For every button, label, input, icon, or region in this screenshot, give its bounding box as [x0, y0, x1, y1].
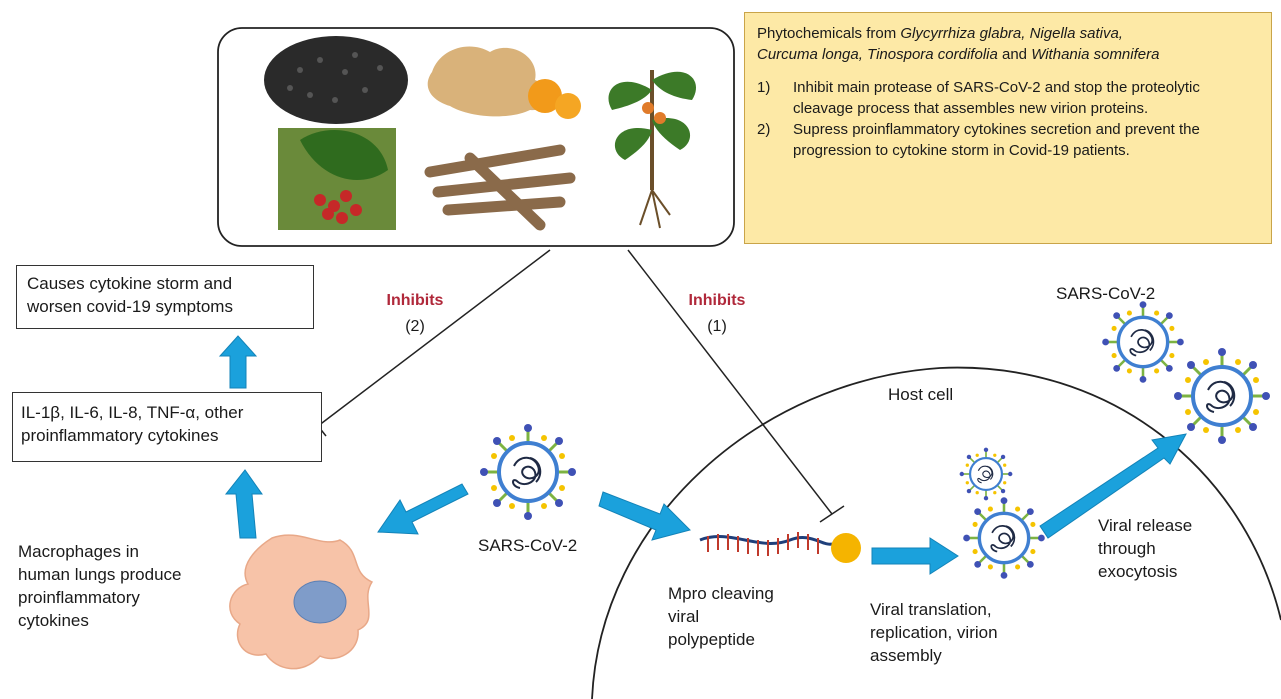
licorice-image: [424, 144, 576, 231]
info-title-text: Phytochemicals from: [757, 25, 901, 42]
info-point-1: 1) Inhibit main protease of SARS-CoV-2 a…: [757, 77, 1259, 119]
inhibition-line-2: [309, 249, 551, 437]
virus-assembled: [961, 495, 1047, 581]
translation-label-line: assembly: [870, 646, 942, 665]
virus-released-2: [1172, 346, 1272, 446]
translation-label: Viral translation, replication, virion a…: [870, 598, 998, 667]
arrow-to-translation: [871, 537, 959, 575]
withania-image: [608, 70, 697, 229]
release-label: Viral release through exocytosis: [1098, 514, 1192, 583]
macrophage-label-line: human lungs produce: [18, 565, 182, 584]
mpro-label: Mpro cleaving viral polypeptide: [668, 582, 774, 651]
virus-center: [478, 422, 578, 522]
macrophage-label-line: Macrophages in: [18, 542, 139, 561]
mpro-label-line: Mpro cleaving: [668, 584, 774, 603]
release-label-line: exocytosis: [1098, 562, 1178, 581]
translation-label-line: Viral translation,: [870, 600, 992, 619]
translation-label-line: replication, virion: [870, 623, 998, 642]
macrophage-label-line: cytokines: [18, 611, 89, 630]
turmeric-image: [427, 46, 581, 119]
nigella-seeds-image: [264, 36, 408, 124]
phytochemicals-info-box: Phytochemicals from Glycyrrhiza glabra, …: [744, 12, 1272, 244]
info-box-title: Phytochemicals from Glycyrrhiza glabra, …: [757, 23, 1259, 65]
inhibits-label-1: Inhibits: [688, 292, 746, 309]
virus-small-inside: [958, 446, 1014, 502]
storm-line-2: worsen covid-19 symptoms: [27, 297, 233, 316]
info-title-species-2: Curcuma longa, Tinospora cordifolia: [757, 46, 998, 63]
cytokine-line-2: proinflammatory cytokines: [21, 426, 219, 445]
mpro-label-line: viral: [668, 607, 700, 626]
info-point-text: Supress proinflammatory cytokines secret…: [793, 121, 1200, 159]
cytokine-list-box: IL-1β, IL-6, IL-8, TNF-α, other proinfla…: [12, 392, 322, 462]
mpro-label-line: polypeptide: [668, 630, 755, 649]
arrow-up-bottom: [224, 469, 263, 539]
mpro-enzyme: [831, 533, 861, 563]
arrow-up-top: [218, 335, 258, 389]
info-point-number: 1): [757, 79, 771, 96]
info-point-number: 2): [757, 121, 771, 138]
macrophage-image: [229, 534, 374, 670]
arrow-release: [1039, 433, 1187, 539]
inhibits-label-2: Inhibits: [386, 292, 444, 309]
inhibits-number-1: (1): [707, 318, 727, 335]
info-title-and: and: [997, 46, 1032, 63]
arrow-to-macrophage: [377, 483, 469, 535]
cytokine-line-1: IL-1β, IL-6, IL-8, TNF-α, other: [21, 403, 244, 422]
tinospora-image: [278, 128, 396, 230]
host-cell-label: Host cell: [888, 385, 954, 404]
inhibits-number-2: (2): [405, 318, 425, 335]
virus-top-label: SARS-CoV-2: [1056, 284, 1156, 303]
virus-center-label: SARS-CoV-2: [478, 536, 578, 555]
virus-released-1: [1100, 299, 1186, 385]
inhibition-line-1: [627, 249, 845, 523]
macrophage-label-line: proinflammatory: [18, 588, 140, 607]
info-title-species-3: Withania somnifera: [1031, 46, 1160, 63]
release-label-line: Viral release: [1098, 516, 1193, 535]
info-point-2: 2) Supress proinflammatory cytokines sec…: [757, 119, 1259, 161]
cytokine-storm-box: Causes cytokine storm and worsen covid-1…: [16, 265, 314, 329]
host-cell-membrane: [591, 366, 1281, 699]
arrow-to-mpro: [598, 491, 691, 541]
storm-line-1: Causes cytokine storm and: [27, 274, 233, 293]
info-title-species-1: Glycyrrhiza glabra, Nigella sativa,: [900, 25, 1123, 42]
polypeptide-strand: [699, 532, 861, 563]
release-label-line: through: [1098, 539, 1156, 558]
macrophage-label: Macrophages in human lungs produce proin…: [18, 540, 182, 632]
info-point-text: Inhibit main protease of SARS-CoV-2 and …: [793, 79, 1200, 117]
